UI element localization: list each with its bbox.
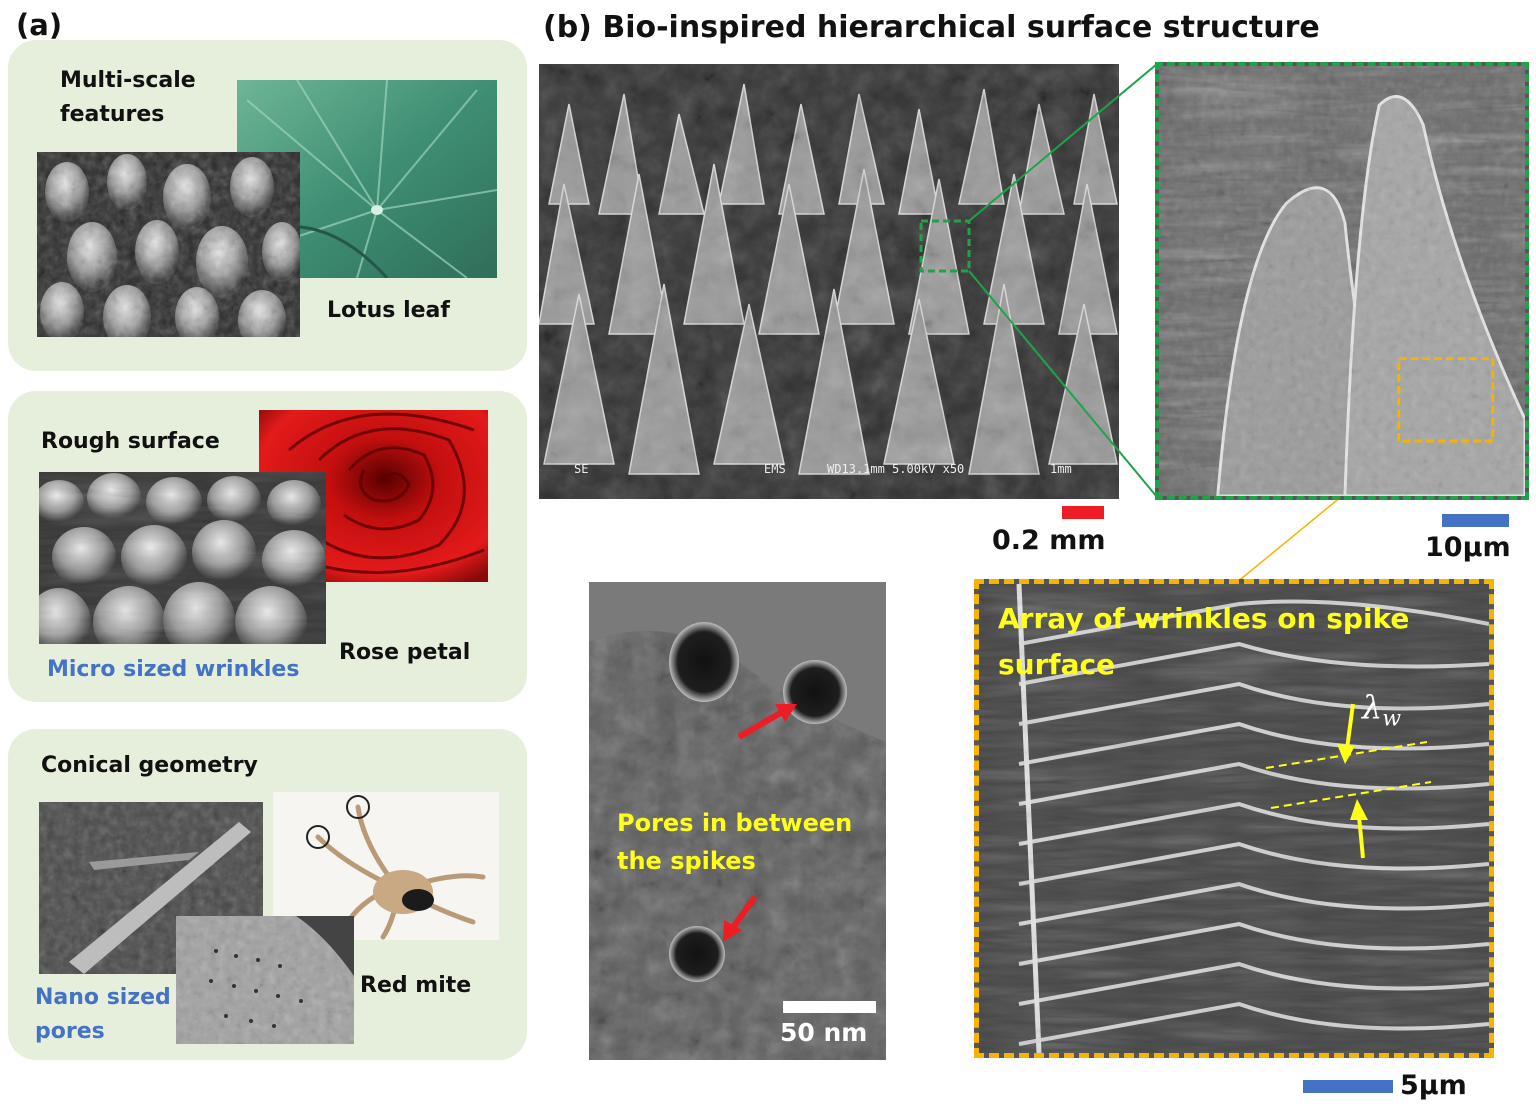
- scale-bar-red: [1062, 506, 1104, 519]
- card-lotus: Multi-scale features Lotus leaf: [8, 40, 527, 371]
- pores-between-spikes-image: Pores in between the spikes 50 nm: [589, 582, 886, 1060]
- card-rose: Rough surface Micro sized wrinkles Rose …: [8, 391, 527, 702]
- card-heading-multiscale: Multi-scale features: [60, 68, 196, 127]
- card-heading-rough: Rough surface: [41, 429, 220, 454]
- sem-footer-center: EMS: [764, 462, 786, 476]
- panel-a-label: (a): [16, 8, 63, 42]
- lambda-symbol: λ: [1362, 688, 1383, 726]
- spike-array-sem-image: SE EMS WD13.1mm 5.00kV x50 1mm: [539, 64, 1119, 499]
- scale-label-zoom: 10µm: [1425, 532, 1511, 563]
- scale-label-wrinkle: 5µm: [1400, 1070, 1467, 1101]
- lambda-w-label: λw: [1362, 688, 1401, 731]
- panel-b-title: (b) Bio-inspired hierarchical surface st…: [543, 10, 1320, 45]
- scale-label-pores: 50 nm: [780, 1018, 868, 1047]
- scale-bar-blue-wrinkle: [1303, 1080, 1393, 1093]
- pores-label: Pores in between the spikes: [617, 809, 853, 875]
- scale-bar-blue-zoom: [1442, 514, 1509, 527]
- caption-micro-wrinkles: Micro sized wrinkles: [47, 657, 300, 682]
- scale-bar-white: [783, 1001, 876, 1013]
- caption-red-mite: Red mite: [360, 973, 472, 998]
- wrinkle-label: Array of wrinkles on spike surface: [998, 602, 1410, 681]
- scale-label-main: 0.2 mm: [992, 525, 1106, 556]
- card-mite: Conical geometry Nano sized pores Red mi…: [8, 729, 527, 1060]
- rose-sem-image: [39, 472, 326, 644]
- sem-footer-scale: 1mm: [1050, 462, 1072, 476]
- lotus-sem-image: [37, 152, 300, 337]
- caption-nano-pores: Nano sized pores: [35, 985, 171, 1044]
- spike-zoom-sem-image: [1155, 62, 1529, 500]
- sem-footer-left: SE: [574, 462, 589, 476]
- wrinkle-array-sem-image: Array of wrinkles on spike surface λw: [974, 579, 1494, 1058]
- sem-footer-params: WD13.1mm 5.00kV x50: [827, 462, 965, 476]
- caption-lotus-leaf: Lotus leaf: [327, 298, 450, 323]
- caption-rose-petal: Rose petal: [339, 640, 471, 665]
- card-heading-conical: Conical geometry: [41, 753, 258, 778]
- red-mite-photo: [273, 792, 499, 940]
- lambda-subscript: w: [1382, 706, 1402, 732]
- pores-sem-image: [176, 916, 354, 1044]
